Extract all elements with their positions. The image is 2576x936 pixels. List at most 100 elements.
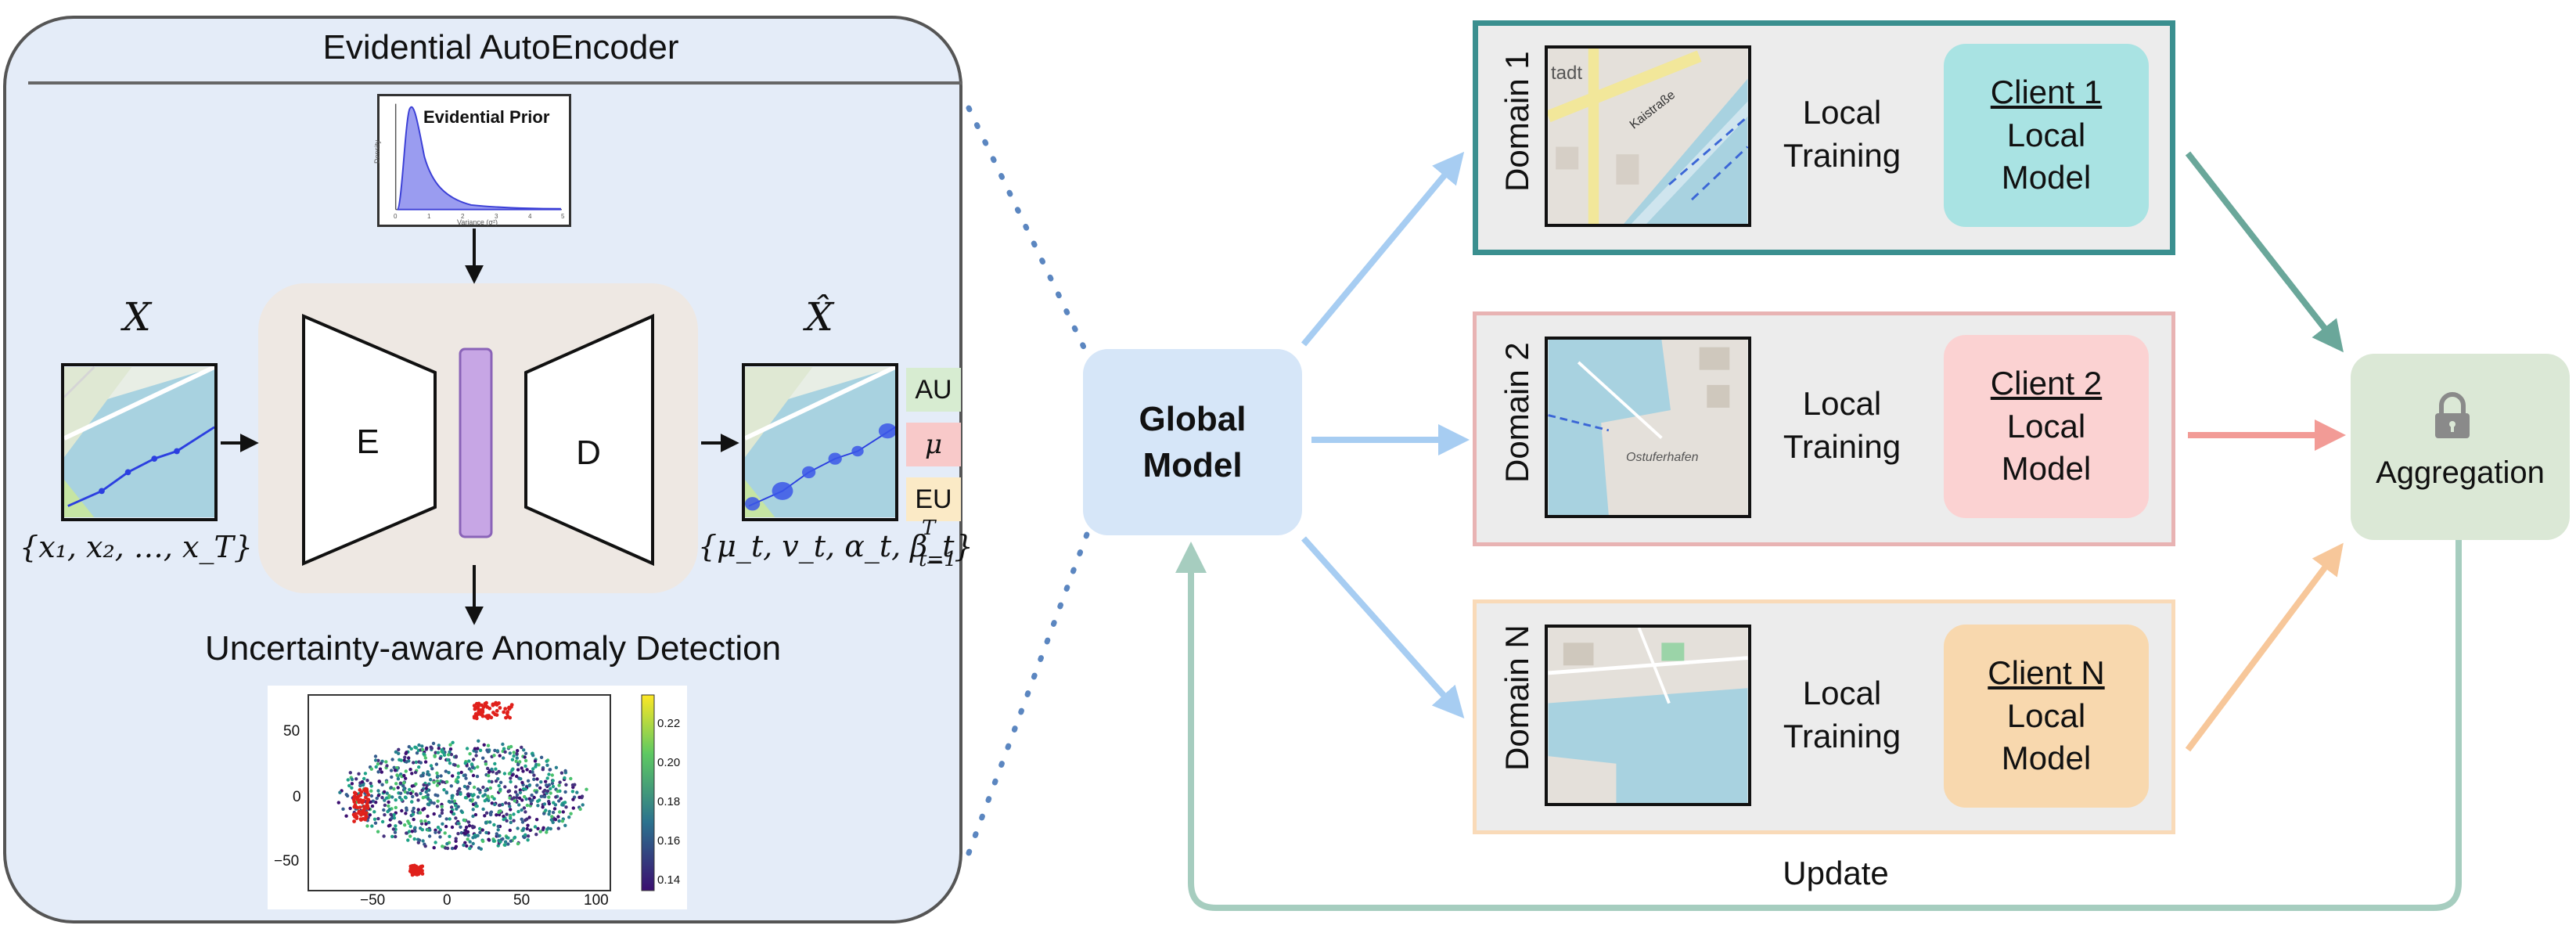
scatter-anomaly-point bbox=[354, 791, 358, 796]
scatter-point bbox=[456, 764, 460, 769]
scatter-point bbox=[391, 827, 396, 831]
scatter-point bbox=[392, 813, 396, 817]
scatter-point bbox=[407, 745, 411, 749]
scatter-point bbox=[385, 764, 389, 768]
scatter-point bbox=[505, 812, 509, 816]
scatter-point bbox=[427, 803, 431, 807]
scatter-point bbox=[454, 804, 458, 808]
scatter-point bbox=[466, 787, 470, 790]
domain-1-map-text-2: tadt bbox=[1551, 63, 1583, 84]
scatter-anomaly-point bbox=[353, 803, 358, 808]
scatter-point bbox=[456, 775, 460, 779]
scatter-point bbox=[405, 760, 408, 764]
scatter-point bbox=[370, 804, 375, 808]
output-trajectory-map bbox=[742, 363, 898, 521]
scatter-point bbox=[520, 798, 524, 802]
scatter-point bbox=[407, 756, 411, 760]
scatter-point bbox=[368, 813, 372, 817]
scatter-point bbox=[390, 834, 394, 839]
scatter-point bbox=[434, 762, 439, 766]
scatter-point bbox=[455, 792, 459, 796]
scatter-point bbox=[503, 840, 508, 844]
scatter-point bbox=[428, 828, 432, 832]
scatter-point bbox=[478, 790, 482, 794]
scatter-anomaly-point bbox=[355, 805, 359, 810]
scatter-point bbox=[560, 819, 565, 823]
upload-arrow-client-n bbox=[2185, 542, 2344, 752]
scatter-point bbox=[376, 830, 380, 833]
scatter-point bbox=[466, 833, 470, 837]
scatter-point bbox=[402, 787, 406, 791]
client-n-local: Local bbox=[2006, 697, 2086, 734]
scatter-point bbox=[434, 751, 437, 754]
scatter-point bbox=[374, 801, 378, 805]
scatter-point bbox=[390, 816, 394, 820]
scatter-point bbox=[392, 787, 396, 791]
scatter-point bbox=[497, 783, 501, 788]
scatter-point bbox=[487, 770, 491, 774]
scatter-point bbox=[523, 833, 527, 837]
scatter-anomaly-point bbox=[473, 711, 478, 716]
scatter-point bbox=[470, 824, 475, 828]
scatter-point bbox=[493, 761, 497, 766]
scatter-point bbox=[468, 798, 473, 802]
scatter-point bbox=[520, 820, 525, 824]
scatter-point bbox=[412, 817, 416, 822]
scatter-point bbox=[523, 794, 527, 799]
scatter-point bbox=[441, 779, 444, 784]
scatter-point bbox=[376, 794, 380, 797]
domain-n-training-line-2: Training bbox=[1783, 718, 1901, 754]
scatter-point bbox=[571, 797, 575, 801]
scatter-point bbox=[447, 771, 451, 775]
scatter-point bbox=[346, 778, 350, 782]
scatter-point bbox=[398, 791, 403, 795]
scatter-point bbox=[487, 838, 491, 842]
scatter-point bbox=[413, 770, 418, 775]
scatter-point bbox=[541, 768, 545, 772]
scatter-point bbox=[459, 825, 462, 829]
scatter-point bbox=[536, 826, 540, 830]
scatter-point bbox=[522, 748, 526, 752]
scatter-point bbox=[380, 770, 383, 774]
scatter-point bbox=[390, 795, 394, 799]
scatter-point bbox=[441, 822, 444, 826]
scatter-point bbox=[554, 765, 559, 769]
scatter-anomaly-point bbox=[354, 816, 359, 820]
scatter-point bbox=[486, 750, 490, 754]
scatter-point bbox=[424, 790, 428, 794]
scatter-point bbox=[435, 779, 440, 783]
panel-title: Evidential AutoEncoder bbox=[322, 28, 679, 67]
scatter-point bbox=[420, 744, 424, 748]
scatter-point bbox=[527, 783, 532, 787]
scatter-point bbox=[456, 821, 460, 826]
scatter-point bbox=[575, 790, 579, 794]
scatter-point bbox=[472, 785, 477, 790]
scatter-point bbox=[525, 768, 529, 772]
scatter-point bbox=[424, 822, 428, 826]
scatter-point bbox=[542, 802, 547, 806]
scatter-point bbox=[561, 810, 565, 814]
scatter-point bbox=[439, 774, 443, 778]
scatter-point bbox=[523, 810, 527, 814]
scatter-point bbox=[534, 833, 538, 837]
scatter-point bbox=[440, 748, 444, 752]
scatter-point bbox=[509, 808, 513, 812]
prior-tick-1: 1 bbox=[427, 213, 431, 220]
scatter-point bbox=[418, 811, 423, 815]
scatter-point bbox=[464, 776, 468, 780]
scatter-point bbox=[557, 783, 561, 787]
scatter-point bbox=[558, 780, 562, 784]
scatter-point bbox=[438, 814, 442, 818]
scatter-point bbox=[534, 818, 539, 822]
scatter-point bbox=[514, 759, 518, 763]
scatter-point bbox=[369, 794, 374, 798]
domain-1-label: Domain 1 bbox=[1498, 51, 1535, 192]
scatter-point bbox=[405, 791, 410, 795]
scatter-point bbox=[481, 839, 485, 844]
badge-au: AU bbox=[906, 368, 961, 412]
scatter-point bbox=[492, 754, 496, 758]
scatter-point bbox=[512, 819, 516, 823]
scatter-point bbox=[498, 803, 502, 807]
update-label: Update bbox=[1783, 855, 1889, 891]
output-parameters-sub: t=1 bbox=[919, 548, 957, 571]
